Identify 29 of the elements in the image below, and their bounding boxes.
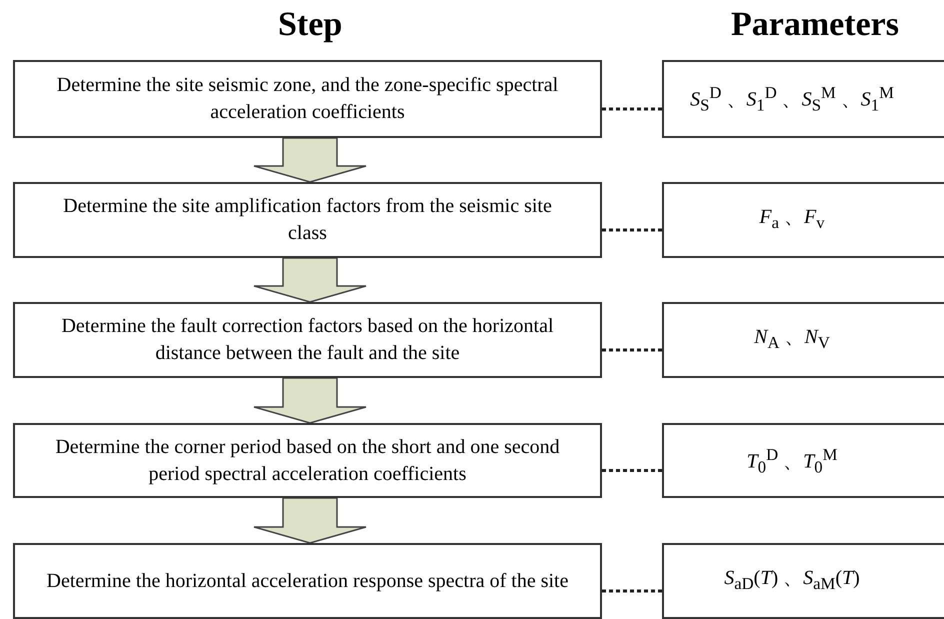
parameter-box — [662, 60, 944, 138]
step-text: Determine the corner period based on the short and one second period spectral acceleration coefficients — [54, 434, 561, 486]
parameter-text: N$_{A}$ 、N$_{V}$ — [754, 325, 830, 354]
dotted-connector — [602, 590, 662, 592]
parameter-text: F$_{a}$ 、F$_{v}$ — [759, 205, 825, 234]
block-arrow — [253, 497, 367, 544]
dotted-connector — [602, 228, 662, 232]
step-box — [13, 60, 602, 138]
parameter-box — [662, 302, 944, 378]
parameter-box — [662, 182, 944, 258]
parameter-text: S$_{aD}$(T) 、S$_{aM}$(T) — [724, 566, 860, 595]
step-text: Determine the site seismic zone, and the zone-specific spectral acceleration coefficients — [56, 73, 560, 125]
parameter-box — [662, 543, 944, 619]
step-box — [13, 543, 602, 619]
step-box — [13, 423, 602, 498]
column-heading: Step — [278, 6, 342, 44]
step-text: Determine the fault correction factors based on the horizontal distance between the fault and the site — [60, 314, 555, 366]
step-text: Determine the horizontal acceleration response spectra of the site — [46, 568, 568, 594]
dotted-connector — [602, 348, 662, 352]
dotted-connector — [602, 108, 662, 110]
step-box — [13, 302, 602, 378]
parameter-box — [662, 423, 944, 498]
column-heading: Parameters — [731, 6, 900, 44]
step-box — [13, 182, 602, 258]
block-arrow — [253, 257, 367, 303]
dotted-connector — [602, 469, 662, 472]
step-text: Determine the site amplification factors from the seismic site class — [62, 194, 553, 246]
block-arrow — [253, 137, 367, 183]
block-arrow — [253, 377, 367, 424]
